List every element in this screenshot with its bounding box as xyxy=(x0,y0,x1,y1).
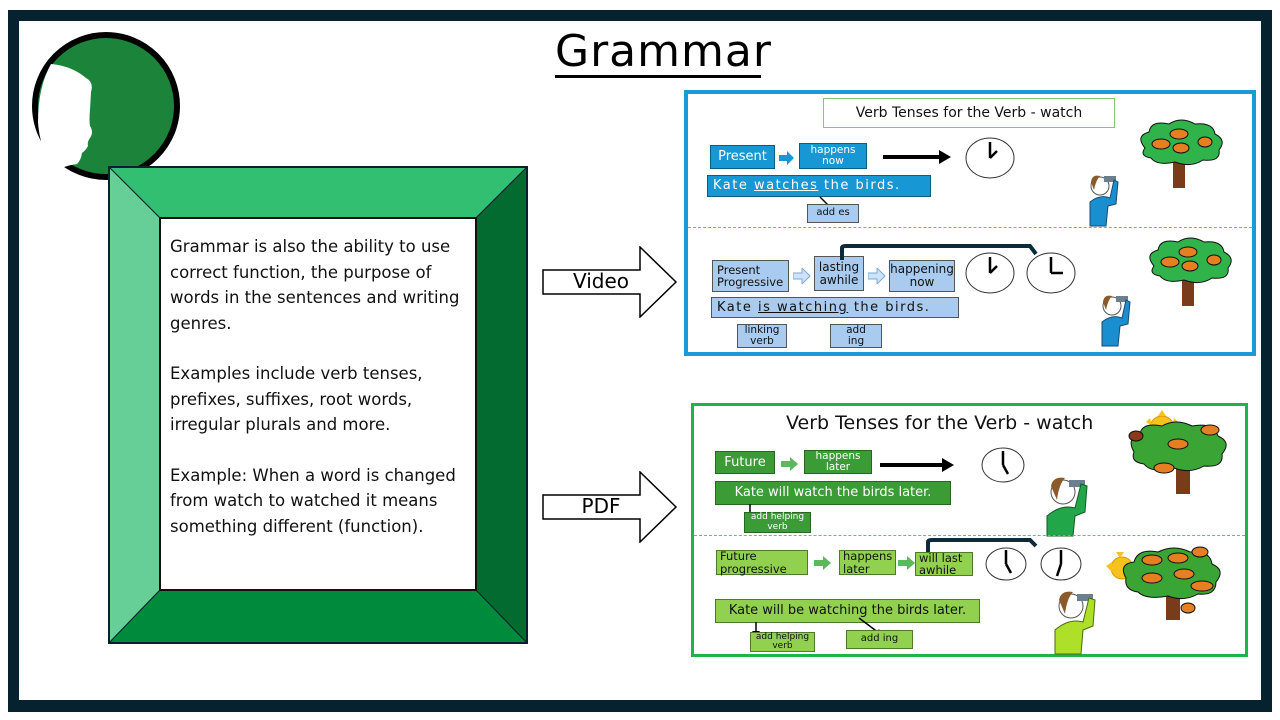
sentence-present-progressive: Kate is watching the birds. xyxy=(711,297,959,318)
head-silhouette-icon xyxy=(32,32,180,180)
tense-future: Future xyxy=(715,451,775,474)
tense-present-progressive: Present Progressive xyxy=(712,260,789,292)
duration-bracket xyxy=(926,538,1038,552)
clock-icon xyxy=(1040,547,1082,581)
note-add-helping-verb: add helping verb xyxy=(744,512,811,533)
pdf-arrow-button[interactable] xyxy=(542,471,678,543)
pdf-thumbnail[interactable]: Verb Tenses for the Verb - watch Future … xyxy=(691,403,1248,657)
clock-icon xyxy=(985,547,1027,581)
grammar-description: Grammar is also the ability to use corre… xyxy=(160,218,474,590)
tense-future-progressive: Future progressive xyxy=(716,550,808,575)
sentence-present: Kate watches the birds. xyxy=(707,175,931,197)
description-paragraph: Grammar is also the ability to use corre… xyxy=(170,237,460,333)
note-add-ing-2: add ing xyxy=(846,630,913,649)
girl-with-binoculars-icon xyxy=(1089,175,1119,227)
step-happens-later: happens later xyxy=(839,550,896,575)
sentence-future-progressive: Kate will be watching the birds later. xyxy=(715,599,980,623)
video-arrow-button[interactable] xyxy=(542,246,678,318)
tree-with-birds-sun-icon xyxy=(1106,546,1221,620)
note-add-ing: add ing xyxy=(830,324,882,348)
step-happening-now: happening now xyxy=(889,260,955,292)
duration-bracket xyxy=(840,244,1038,260)
slide-title: Grammar xyxy=(555,26,772,77)
pdf-arrow-label[interactable]: PDF xyxy=(581,494,621,518)
note-add-es: add es xyxy=(807,204,859,223)
pdf-panel-title: Verb Tenses for the Verb - watch xyxy=(786,412,1094,434)
arrow-right-icon xyxy=(793,268,811,284)
step-lasting-awhile: lasting awhile xyxy=(814,256,864,291)
step-will-last-awhile: will last awhile xyxy=(915,552,973,576)
clock-icon xyxy=(981,447,1025,483)
girl-with-binoculars-icon xyxy=(1046,477,1088,537)
arrow-right-icon xyxy=(779,151,794,165)
girl-with-binoculars-icon xyxy=(1054,591,1096,655)
title-underline xyxy=(555,75,761,78)
section-divider xyxy=(688,227,1252,228)
description-paragraph: Examples include verb tenses, prefixes, … xyxy=(170,364,423,434)
note-add-helping-verb-2: add helping verb xyxy=(750,632,815,652)
tree-with-birds-icon xyxy=(1140,119,1223,188)
note-linking-verb: linking verb xyxy=(737,324,787,348)
clock-icon xyxy=(965,137,1015,179)
timeline-arrow-icon xyxy=(883,150,951,164)
video-arrow-label[interactable]: Video xyxy=(572,269,630,293)
section-divider xyxy=(694,535,1245,536)
arrow-right-icon xyxy=(898,556,915,570)
clock-icon xyxy=(965,252,1015,294)
tree-with-birds-sun-icon xyxy=(1128,410,1227,494)
arrow-right-icon xyxy=(781,457,798,471)
arrow-right-icon xyxy=(814,556,831,570)
timeline-arrow-icon xyxy=(880,458,954,472)
video-panel-title: Verb Tenses for the Verb - watch xyxy=(823,98,1115,128)
girl-with-binoculars-icon xyxy=(1101,295,1131,347)
tense-present: Present xyxy=(710,145,775,169)
tree-with-birds-icon xyxy=(1149,237,1232,306)
arrow-right-icon xyxy=(868,268,886,284)
meaning-happens-later: happens later xyxy=(804,450,872,474)
description-paragraph: Example: When a word is changed from wat… xyxy=(170,465,456,536)
clock-icon xyxy=(1026,252,1076,294)
meaning-happens-now: happens now xyxy=(799,143,867,169)
video-thumbnail[interactable]: Verb Tenses for the Verb - watch Present… xyxy=(684,90,1256,356)
sentence-future: Kate will watch the birds later. xyxy=(715,481,951,505)
bevel-frame xyxy=(108,166,528,644)
